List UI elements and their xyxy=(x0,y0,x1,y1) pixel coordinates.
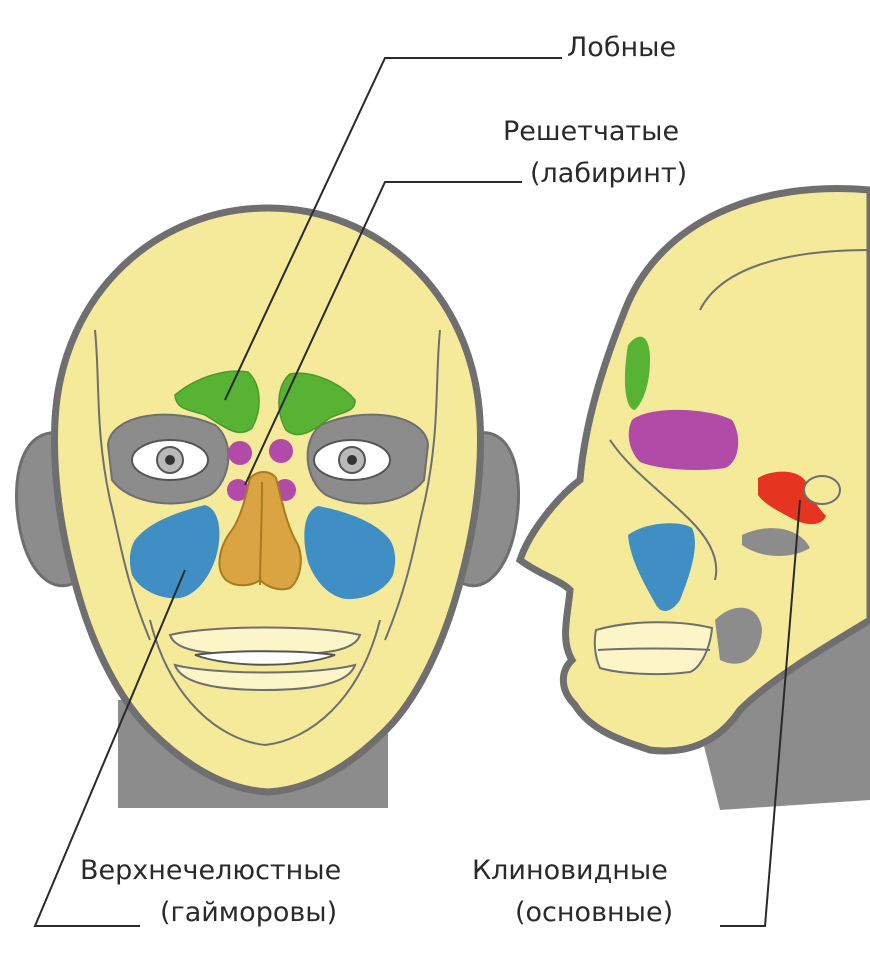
front-ethmoid-cell-1 xyxy=(228,441,252,465)
front-left-pupil xyxy=(165,455,175,465)
side-sella xyxy=(804,476,840,504)
label-ethmoid-sinuses: Решетчатые xyxy=(503,118,679,145)
side-ethmoid-sinus xyxy=(629,410,738,470)
front-right-pupil xyxy=(347,455,357,465)
front-head xyxy=(17,208,519,808)
label-sphenoid-sinuses-subtitle: (основные) xyxy=(515,899,673,926)
label-maxillary-sinuses: Верхнечелюстные xyxy=(80,857,341,884)
side-head xyxy=(520,189,870,811)
label-ethmoid-sinuses-subtitle: (лабиринт) xyxy=(530,160,687,187)
front-ethmoid-cell-2 xyxy=(269,439,293,463)
label-sphenoid-sinuses: Клиновидные xyxy=(472,857,668,884)
label-maxillary-sinuses-subtitle: (гайморовы) xyxy=(160,899,337,926)
label-frontal-sinuses: Лобные xyxy=(567,34,676,61)
